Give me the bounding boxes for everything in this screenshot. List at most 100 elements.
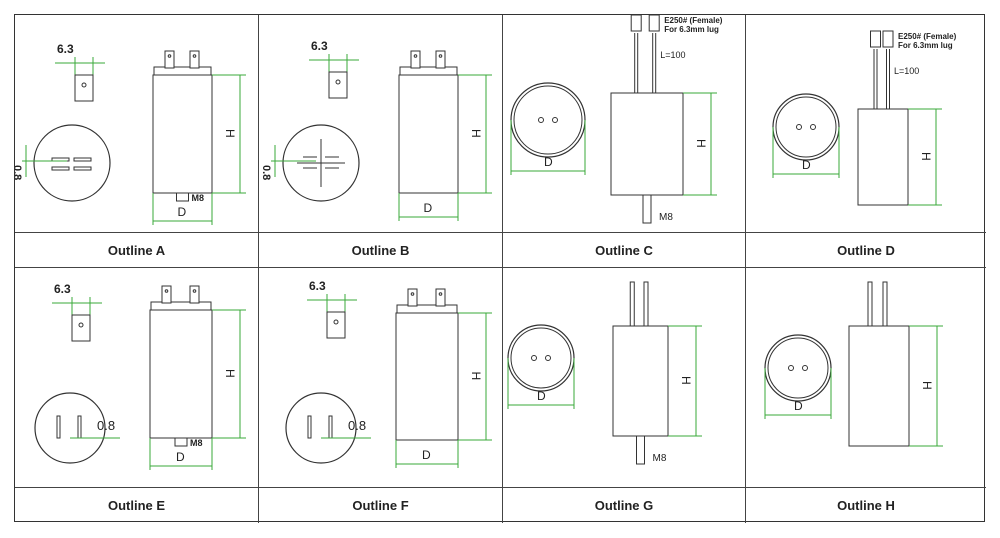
end-view-rim <box>510 327 572 389</box>
female-lug <box>630 15 642 32</box>
outlines.0.texts.d: D <box>178 205 187 219</box>
blade-terminal <box>161 285 172 304</box>
label-outline-e: Outline E <box>15 488 259 523</box>
mounting-stud <box>174 437 188 447</box>
terminal-hole <box>192 289 197 293</box>
terminal-hole <box>438 54 443 58</box>
label-outline-c: Outline C <box>503 233 746 268</box>
terminal-hole <box>788 365 794 371</box>
outlines.1.texts.thick: 0.8 <box>260 165 272 180</box>
outlines.0.texts.thick: 0.8 <box>15 165 23 180</box>
terminal-hole <box>531 355 537 361</box>
outlines.2.texts.d: D <box>544 155 553 169</box>
capacitor-body <box>857 108 909 206</box>
outlines.3.texts.lug1: E250# (Female) <box>898 32 957 41</box>
blade-terminal <box>410 50 421 69</box>
outlines.0.texts.stud: M8 <box>192 193 205 203</box>
label-outline-d: Outline D <box>746 233 986 268</box>
capacitor-body <box>395 312 459 441</box>
outlines.5.texts.thick: 0.8 <box>348 418 366 433</box>
outlines.0.texts.h: H <box>223 129 237 138</box>
tab-hole <box>78 322 84 328</box>
female-lug <box>870 30 881 48</box>
terminal-slot <box>77 415 82 439</box>
end-view-circle <box>34 392 106 464</box>
terminal-hole <box>545 355 551 361</box>
terminal-slot <box>328 415 333 439</box>
drawing-outline-f: 6.3 0.8 H D <box>259 268 503 488</box>
blade-terminal <box>189 50 200 69</box>
terminal-hole <box>410 292 415 296</box>
outlines.5.texts.tab: 6.3 <box>309 279 326 293</box>
capacitor-body <box>398 74 459 194</box>
tab-terminal <box>326 311 346 339</box>
terminal-hole <box>538 117 544 123</box>
capacitor-body <box>149 309 213 439</box>
end-view-circle <box>510 82 586 158</box>
outlines.1.texts.h: H <box>469 129 483 138</box>
outlines.3.texts.len: L=100 <box>894 66 919 76</box>
end-view-rim <box>775 96 837 158</box>
end-view-circle <box>764 334 832 402</box>
label-outline-h: Outline H <box>837 498 895 513</box>
outlines.4.texts.thick: 0.8 <box>97 418 115 433</box>
outlines.4.texts.d: D <box>176 450 185 464</box>
end-view-rim <box>767 337 829 399</box>
terminal-hole <box>164 289 169 293</box>
terminal-hole <box>810 124 816 130</box>
outlines.2.texts.stud: M8 <box>659 212 673 223</box>
terminal-slot <box>307 415 312 439</box>
female-lug <box>648 15 660 32</box>
tab-terminal <box>71 314 91 342</box>
outlines.2.texts.len: L=100 <box>660 50 685 60</box>
end-view-circle <box>507 324 575 392</box>
outlines.3.texts.h: H <box>919 152 933 161</box>
terminal-hole <box>438 292 443 296</box>
outlines.4.texts.stud: M8 <box>190 438 203 448</box>
pin-terminal <box>629 281 635 327</box>
outlines.1.texts.tab: 6.3 <box>311 39 328 53</box>
label-outline-a: Outline A <box>15 233 259 268</box>
tab-hole <box>333 319 339 325</box>
blade-terminal <box>435 288 446 307</box>
outlines.0.texts.tab: 6.3 <box>57 42 74 56</box>
label-outline-b: Outline B <box>259 233 503 268</box>
outlines.3.texts.lug2: For 6.3mm lug <box>898 41 953 50</box>
female-lug <box>882 30 894 48</box>
label-outline-f: Outline F <box>259 488 503 523</box>
terminal-hole <box>167 54 172 58</box>
terminal-slot <box>51 166 70 171</box>
blade-terminal <box>407 288 418 307</box>
mounting-stud <box>176 192 189 202</box>
terminal-hole <box>413 54 418 58</box>
pin-terminal <box>882 281 888 327</box>
label-outline-g: Outline G <box>503 488 746 523</box>
tab-hole <box>81 82 87 88</box>
terminal-slot <box>73 157 92 162</box>
terminal-slot <box>56 415 61 439</box>
capacitor-body <box>612 325 669 437</box>
end-view-circle <box>285 392 357 464</box>
outlines.2.texts.lug1: E250# (Female) <box>664 16 723 25</box>
outlines.7.texts.d: D <box>794 399 803 413</box>
blade-terminal <box>164 50 175 69</box>
pin-terminal <box>867 281 873 327</box>
outlines.6.texts.stud: M8 <box>653 453 667 464</box>
tab-terminal <box>328 71 348 99</box>
outlines.5.texts.h: H <box>469 372 483 381</box>
mounting-stud <box>636 435 645 465</box>
drawing-outline-b: 6.3 0.8 H D <box>259 15 503 233</box>
outlines.2.texts.h: H <box>694 139 708 148</box>
end-view-rim <box>513 85 583 155</box>
end-view-circle <box>772 93 840 161</box>
outlines.5.texts.d: D <box>422 448 431 462</box>
outlines.1.texts.d: D <box>424 201 433 215</box>
capacitor-body <box>610 92 684 196</box>
terminal-hole <box>802 365 808 371</box>
